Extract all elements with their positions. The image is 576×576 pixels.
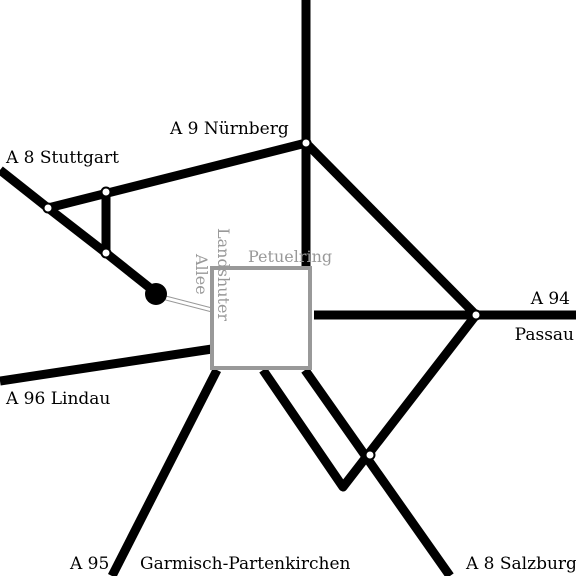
road-a9-west-link (46, 138, 308, 213)
road-a99-south (259, 312, 480, 492)
junction-west-lower (100, 247, 112, 259)
junction-west-upper (100, 186, 112, 198)
road-a8-salzburg (301, 367, 454, 576)
label-allee: Allee (192, 253, 211, 295)
label-petuelring: Petuelring (248, 247, 332, 266)
road-a95 (107, 367, 222, 576)
landshuter-allee-line-1 (157, 293, 213, 309)
landshuter-allee-line-2 (157, 297, 213, 313)
mittlerer-ring (210, 266, 312, 370)
stub-end-dot (145, 283, 167, 305)
road-a96 (0, 344, 213, 386)
junction-a94 (470, 309, 482, 321)
junction-west (42, 202, 54, 214)
label-landshuter: Landshuter (214, 228, 233, 321)
label-a9: A 9 Nürnberg (169, 119, 289, 139)
label-a8-stuttgart: A 8 Stuttgart (5, 148, 119, 168)
label-passau: Passau (515, 325, 574, 345)
label-a96: A 96 Lindau (5, 389, 110, 409)
junction-a99-south (364, 449, 376, 461)
road-stuttgart-stub (103, 249, 158, 296)
road-a99-northeast (302, 139, 480, 319)
label-garmisch: Garmisch-Partenkirchen (140, 554, 351, 574)
junction-a9 (300, 137, 312, 149)
label-a8-salzburg: A 8 Salzburg (465, 554, 576, 574)
label-a94: A 94 (530, 289, 570, 309)
road-a8-stuttgart (0, 166, 51, 212)
road-west-spur (45, 204, 109, 257)
label-a95: A 95 (69, 554, 109, 574)
